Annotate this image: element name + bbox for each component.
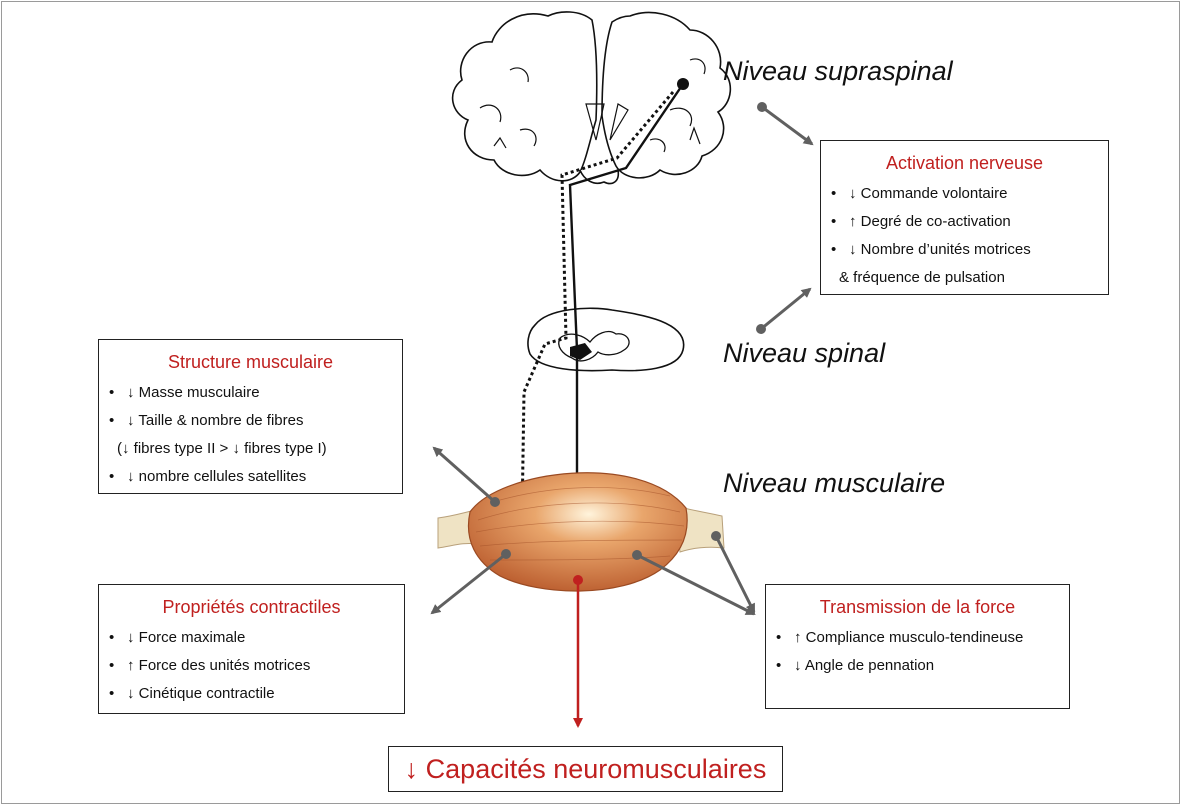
box-list: •↑ Compliance musculo-tendineuse •↓ Angl…	[766, 624, 1069, 680]
label-supraspinal: Niveau supraspinal	[723, 56, 953, 86]
list-item: •↑ Force des unités motrices	[109, 657, 311, 674]
motor-pathway-solid	[568, 83, 684, 528]
box-list: •↓ Force maximale •↑ Force des unités mo…	[99, 624, 404, 708]
muscle-illustration	[437, 472, 725, 592]
box-activation-nerveuse: Activation nerveuse •↓ Commande volontai…	[820, 140, 1109, 295]
brain-sulci	[479, 58, 706, 153]
list-subnote: (↓ fibres type II > ↓ fibres type I)	[117, 440, 327, 457]
label-muscular: Niveau musculaire	[723, 468, 946, 498]
label-spinal: Niveau spinal	[723, 338, 886, 368]
list-item: •↓ Force maximale	[109, 629, 246, 646]
list-item: •↓ nombre cellules satellites	[109, 468, 307, 485]
result-box: ↓ Capacités neuromusculaires	[388, 746, 783, 792]
list-item: •↓ Cinétique contractile	[109, 685, 275, 702]
list-item: •↓ Taille & nombre de fibres	[109, 412, 304, 429]
brain-outline	[451, 11, 732, 185]
box-title: Activation nerveuse	[885, 153, 1044, 173]
connector-arrows	[430, 105, 814, 616]
list-item: •↓ Masse musculaire	[109, 384, 260, 401]
box-proprietes-contractiles: Propriétés contractiles •↓ Force maximal…	[98, 584, 405, 714]
box-list: •↓ Commande volontaire •↑ Degré de co-ac…	[821, 180, 1108, 264]
box-list: •↓ nombre cellules satellites	[99, 463, 402, 491]
box-title: Structure musculaire	[167, 352, 334, 372]
box-structure-musculaire: Structure musculaire •↓ Masse musculaire…	[98, 339, 403, 494]
box-transmission-force: Transmission de la force •↑ Compliance m…	[765, 584, 1070, 709]
spinal-neuron-dot	[570, 343, 592, 360]
list-item: •↑ Degré de co-activation	[831, 213, 1011, 230]
list-item: •↓ Angle de pennation	[776, 657, 935, 674]
box-list: •↓ Masse musculaire •↓ Taille & nombre d…	[99, 379, 402, 435]
box-title: Transmission de la force	[819, 597, 1016, 617]
list-item: •↓ Nombre d’unités motrices	[831, 241, 1031, 258]
box-title: Propriétés contractiles	[162, 597, 341, 617]
cortical-neuron-dot	[677, 78, 689, 90]
list-continuation: & fréquence de pulsation	[839, 269, 1005, 286]
list-item: •↑ Compliance musculo-tendineuse	[776, 629, 1024, 646]
spinal-cord-section	[527, 307, 685, 372]
list-item: •↓ Commande volontaire	[831, 185, 1008, 202]
sensory-pathway-dotted	[520, 91, 675, 521]
